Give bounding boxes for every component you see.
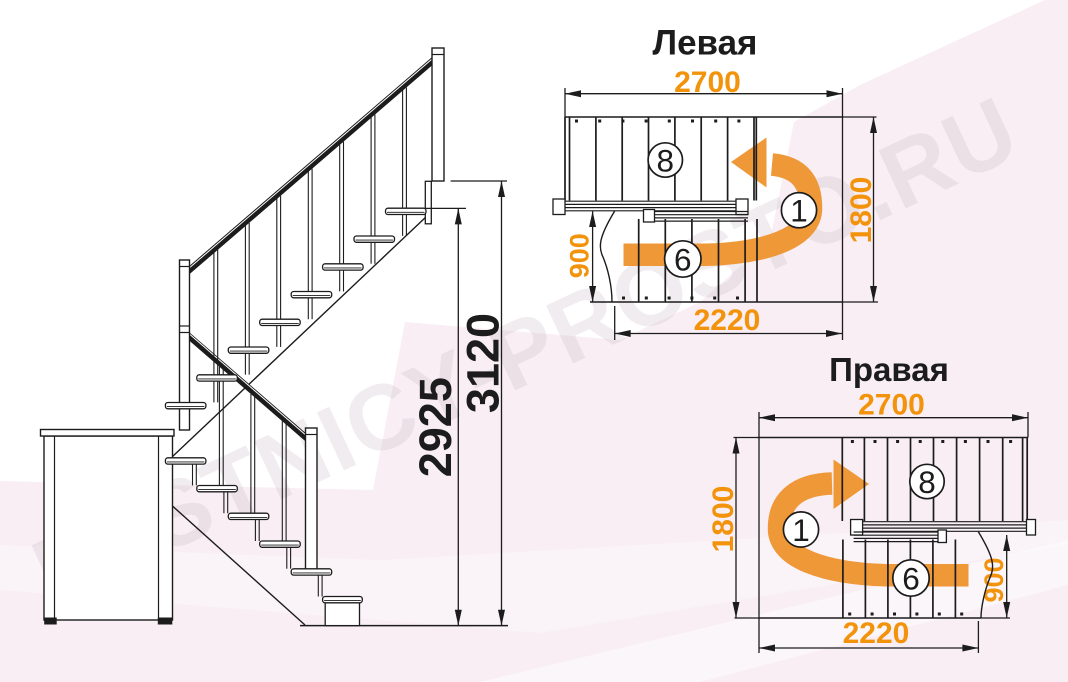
svg-text:8: 8	[657, 143, 675, 179]
svg-text:Левая: Левая	[653, 24, 758, 63]
svg-text:2925: 2925	[410, 377, 461, 477]
svg-text:1800: 1800	[707, 486, 740, 553]
svg-text:6: 6	[674, 242, 692, 278]
svg-text:2220: 2220	[694, 304, 761, 337]
svg-text:6: 6	[902, 561, 920, 597]
svg-text:8: 8	[918, 464, 936, 500]
svg-text:1: 1	[792, 512, 810, 548]
svg-text:1: 1	[790, 193, 808, 229]
svg-text:900: 900	[565, 233, 595, 278]
svg-text:3120: 3120	[458, 313, 509, 413]
svg-text:1800: 1800	[845, 177, 878, 244]
svg-text:Правая: Правая	[829, 351, 949, 388]
svg-text:2700: 2700	[674, 66, 741, 99]
svg-text:2700: 2700	[858, 389, 925, 422]
svg-text:2220: 2220	[843, 617, 910, 650]
